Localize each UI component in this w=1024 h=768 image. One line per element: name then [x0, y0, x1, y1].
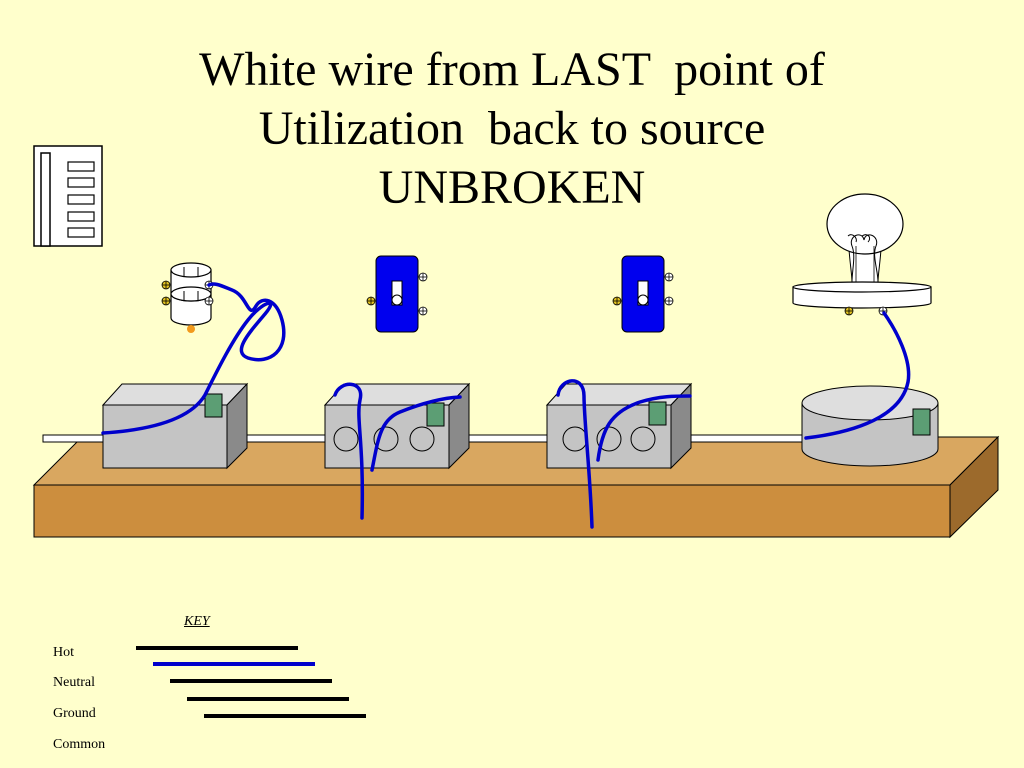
key-swatch-ground	[170, 679, 332, 683]
slide-title: White wire from LAST point of Utilizatio…	[112, 40, 912, 217]
switch-icon	[366, 255, 428, 333]
key-label-ground: Ground	[53, 706, 96, 721]
title-line-1: White wire from LAST point of	[199, 43, 825, 96]
key-label-common: Common	[53, 737, 106, 752]
terminal-screw	[664, 272, 674, 282]
title-line-2: Utilization back to source	[258, 102, 766, 155]
neutral-wires	[101, 282, 911, 529]
terminal-screw	[418, 272, 428, 282]
terminal-screw	[204, 296, 214, 306]
neutral-wire-box-2	[333, 382, 462, 520]
outlet-box	[101, 382, 249, 470]
fixture-box	[801, 385, 939, 467]
key-swatch-extra	[204, 714, 366, 718]
ground-clip	[426, 402, 445, 427]
key-title: KEY	[184, 614, 210, 629]
neutral-wire-box-3	[556, 379, 692, 529]
neutral-wire-receptacle	[101, 282, 286, 435]
wood-board	[32, 435, 1000, 539]
terminal-screw	[664, 296, 674, 306]
key-swatch-common	[187, 697, 349, 701]
terminal-screw	[161, 296, 171, 306]
terminal-screw	[612, 296, 622, 306]
key-label-neutral: Neutral	[53, 675, 95, 690]
key-label-hot: Hot	[53, 645, 74, 660]
terminal-screw	[161, 280, 171, 290]
title-line-3: UNBROKEN	[378, 161, 646, 214]
switch-icon	[612, 255, 674, 333]
terminal-screw	[366, 296, 376, 306]
key-swatch-neutral	[153, 662, 315, 666]
terminal-screw	[844, 306, 854, 316]
ground-screw	[187, 325, 195, 333]
receptacle-icon	[161, 262, 214, 333]
ground-clip	[204, 393, 223, 418]
light-fixture-icon	[792, 193, 932, 316]
panel-board-icon	[33, 145, 103, 247]
terminal-screw	[418, 306, 428, 316]
key-swatch-hot	[136, 646, 298, 650]
ground-clip	[648, 401, 667, 426]
neutral-wire-fixture	[804, 311, 911, 440]
ground-clip	[912, 408, 931, 436]
